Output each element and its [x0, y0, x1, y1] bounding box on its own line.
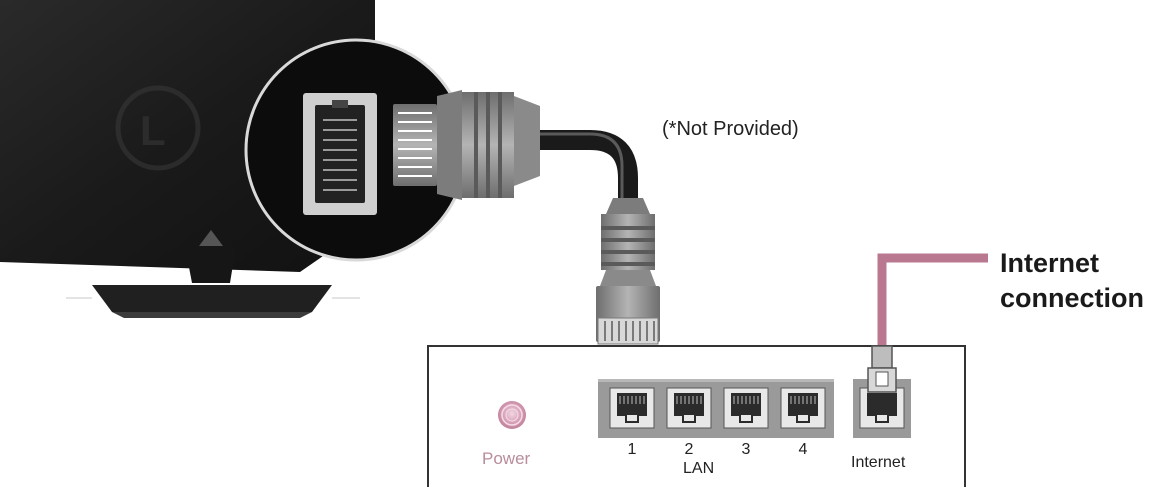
- internet-port-label: Internet: [851, 454, 906, 471]
- lan-label: LAN: [683, 460, 715, 477]
- lan-port-2-label: 2: [684, 441, 694, 458]
- lan-port-1-icon: [609, 387, 655, 429]
- ethernet-plug-router-icon: [596, 198, 660, 345]
- svg-text:L: L: [140, 107, 166, 154]
- lan-port-zoom: [244, 38, 468, 262]
- lan-port-3-label: 3: [741, 441, 751, 458]
- power-led-icon: [498, 401, 526, 429]
- internet-connection-line2: connection: [1000, 283, 1145, 313]
- cable-not-provided-note: (*Not Provided): [662, 118, 799, 140]
- lan-port-4-icon: [780, 387, 826, 429]
- lan-port-2-icon: [666, 387, 712, 429]
- internet-cable: [877, 253, 988, 348]
- lg-logo-icon: L: [115, 85, 201, 171]
- internet-connection-line1: Internet: [1000, 248, 1100, 278]
- lan-port-1-label: 1: [627, 441, 637, 458]
- lan-port-3-icon: [723, 387, 769, 429]
- internet-plug-icon: [867, 345, 897, 393]
- internet-connection-label: Internet connection: [1000, 246, 1144, 316]
- power-label: Power: [482, 449, 531, 468]
- lan-port-4-label: 4: [798, 441, 808, 458]
- ethernet-plug-tv-icon: [393, 90, 540, 200]
- ethernet-cable: [540, 130, 638, 198]
